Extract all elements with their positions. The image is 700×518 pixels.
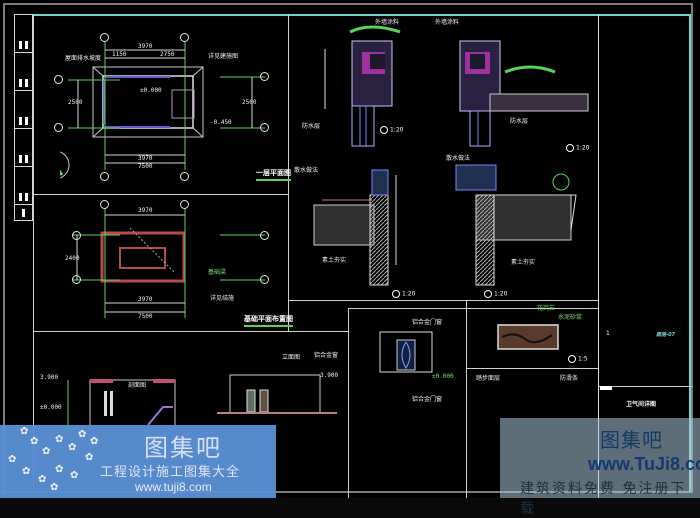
divider [466,368,598,369]
axis-bubble-A [54,123,63,132]
axis-bubble [72,275,81,284]
level-mark: ±0.000 [140,87,162,94]
note: 散水做法 [294,167,319,174]
level-mark: -0.450 [210,119,232,126]
axis-bubble [180,200,189,209]
dim-bottom-a: 3970 [138,155,153,162]
note: 防水层 [510,118,529,125]
title-block-border [598,14,599,498]
note: 防水层 [302,123,321,130]
roof-plan-drawing: 3970 1150 2750 3970 7500 2500 2500 ±0.00… [54,30,280,190]
stair-detail: 踏步面层 防滑条 [470,372,598,422]
note: 立面图 [282,354,301,361]
divider [288,300,598,301]
note: ±0.000 [432,373,454,380]
note: 素土夯实 [322,257,347,264]
dim-bottom-b: 7500 [138,313,153,320]
dim-left: 2400 [65,255,80,262]
watermark-title: 图集吧 [144,434,222,462]
watermark-banner-right: 图集吧 www.TuJi8.com 建筑资料免费 免注册下载 [500,418,700,517]
roof-plan-title: 一层平面图 [256,168,291,181]
axis-bubble [260,231,269,240]
divider [34,194,288,195]
note: 防滑条 [560,375,579,382]
watermark-url: www.TuJi8.com [588,454,700,474]
section-detail-3: 散水做法 素土夯实 1:20 [292,150,422,300]
axis-bubble-B [54,75,63,84]
cad-drawing-sheet: 3970 1150 2750 3970 7500 2500 2500 ±0.00… [0,3,700,517]
title-block-divider [598,386,692,387]
watermark-title: 图集吧 [600,428,663,452]
title-block-label: 卫气间详图 [626,401,657,408]
axis-bubble-1b [100,172,109,181]
note: 素土夯实 [511,259,536,266]
note: 水泥砂浆 [558,314,583,321]
inner-frame [33,14,691,492]
watermark-banner-left: ✿ ✿ ✿ ✿ ✿ ✿ ✿ ✿ ✿ ✿ ✿ ✿ ✿ ✿ 图集吧 工程设计施工图集… [0,425,276,498]
binding-margin-table [14,14,33,221]
note: 详见结施 [210,295,235,302]
axis-bubble-A-right [260,123,269,132]
dim-top: 3970 [138,207,153,214]
paving-detail-5: 花岗岩 水泥砂浆 1:5 [470,303,598,368]
dim-bottom-a: 3970 [138,296,153,303]
section-detail-4: 散水做法 素土夯实 1:20 [436,150,596,300]
wall-detail-1: 外墙涂料 防水层 1:20 [300,14,430,149]
axis-bubble-2 [180,33,189,42]
dim-top-a: 1150 [112,51,127,58]
note: 散水做法 [446,155,471,162]
page-number: 1 [606,330,610,337]
watermark-subtitle: 工程设计施工图集大全 [100,465,241,480]
window-elevation: 铝合金门窗 ±0.000 [352,312,464,382]
note: 屋面排水坡度 [65,55,102,62]
dim-right: 2500 [242,99,257,106]
building-elevation: 立面图 铝合金窗 3.900 [212,335,347,425]
dim-top-b: 2750 [160,51,175,58]
level-mark: ±0.000 [40,404,62,411]
divider [34,331,348,332]
note: 铝合金门窗 [412,319,443,326]
watermark-url: www.tuji8.com [135,480,212,494]
divider [288,14,289,332]
building-section: 剖面图 3.900 ±0.000 [38,335,208,425]
divider [348,308,349,498]
axis-bubble-2b [180,172,189,181]
foundation-plan-title: 基础平面布置图 [244,314,293,327]
axis-bubble-1 [100,33,109,42]
divider [348,308,598,309]
note: 详见建施图 [208,53,239,60]
divider [466,300,467,498]
level-mark: 3.900 [320,372,339,379]
watermark-subtitle: 建筑资料免费 免注册下载 [520,481,687,517]
drawing-code: 建施-07 [656,332,676,338]
note: 外墙涂料 [375,19,400,26]
foundation-plan-drawing: 3970 3970 7500 2400 基础梁 详见结施 [60,198,280,328]
axis-bubble [260,275,269,284]
dim-top-total: 3970 [138,43,153,50]
axis-bubble [72,231,81,240]
note: 铝合金门窗 [412,396,443,403]
level-mark: 3.900 [40,374,59,381]
dim-bottom-total: 7500 [138,163,153,170]
axis-bubble [100,200,109,209]
axis-bubble-B-right [260,72,269,81]
note: 外墙涂料 [435,19,460,26]
section-3-scale: 1:20 [392,290,415,298]
dim-left: 2500 [68,99,83,106]
section-4-scale: 1:20 [484,290,507,298]
note: 基础梁 [208,269,227,276]
detail-5-scale: 1:5 [568,355,588,363]
note: 剖面图 [128,382,147,389]
note: 花岗岩 [537,305,556,312]
note: 踏步面层 [476,375,501,382]
detail-1-scale: 1:20 [380,126,403,134]
title-block-mark [600,386,612,390]
wall-detail-2: 外墙涂料 防水层 1:20 [430,14,598,154]
door-elevation: 铝合金门窗 [352,395,464,425]
detail-2-scale: 1:20 [566,144,589,152]
note: 铝合金窗 [314,352,339,359]
